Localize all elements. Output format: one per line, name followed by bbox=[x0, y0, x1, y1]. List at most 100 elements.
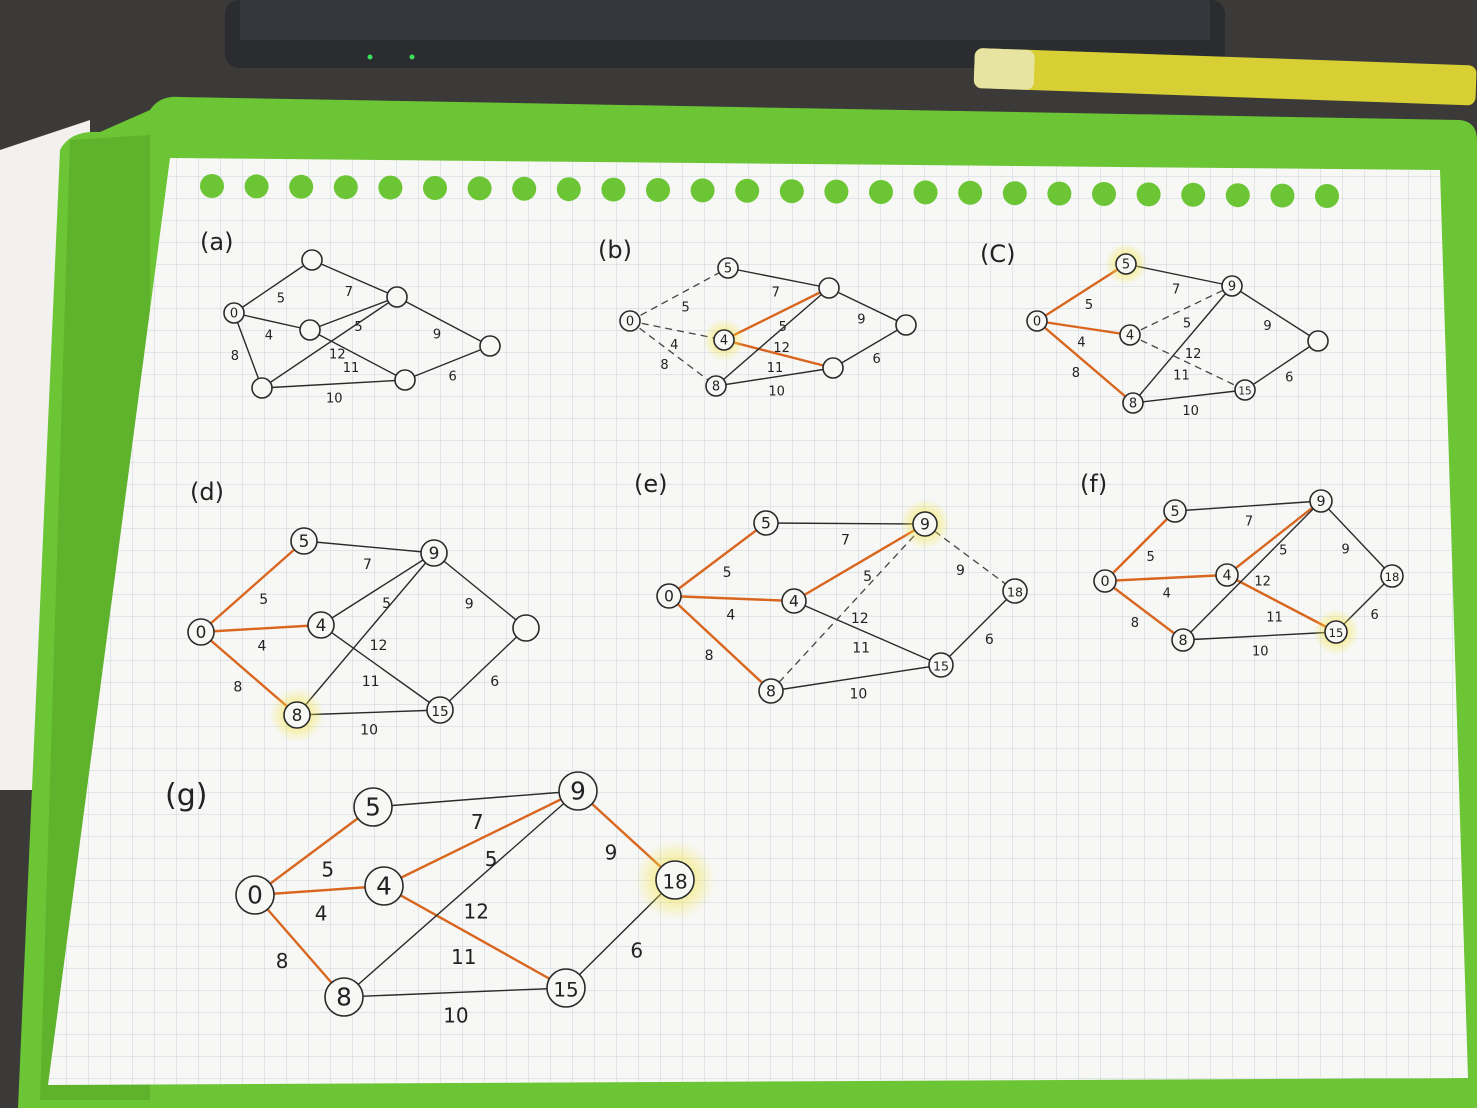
graph-edge bbox=[254, 806, 374, 896]
graph-edge bbox=[433, 552, 527, 629]
edge-weight-label: 5 bbox=[863, 569, 872, 585]
pencil bbox=[973, 48, 1477, 106]
edge-weight-label: 10 bbox=[326, 392, 343, 407]
graph-node bbox=[656, 583, 682, 609]
edge-weight-label: 11 bbox=[852, 641, 870, 657]
graph-edge bbox=[793, 522, 926, 603]
node-value-label: 18 bbox=[662, 870, 687, 894]
node-value-label: 4 bbox=[789, 592, 799, 610]
binder-hole bbox=[1092, 182, 1116, 206]
graph-node bbox=[912, 511, 938, 537]
binder-hole bbox=[869, 180, 893, 204]
binder-hole bbox=[1181, 182, 1206, 207]
graph-node bbox=[353, 787, 393, 827]
binder-hole bbox=[378, 175, 403, 200]
graph-node bbox=[1119, 324, 1141, 346]
graph-edge bbox=[320, 624, 441, 711]
graph-edge bbox=[832, 324, 907, 369]
graph-node bbox=[223, 302, 245, 324]
edge-weight-label: 10 bbox=[360, 722, 378, 738]
edge-weight-label: 4 bbox=[1163, 587, 1171, 602]
node-value-label: 4 bbox=[1126, 329, 1134, 344]
graph-edge bbox=[383, 884, 567, 990]
edge-weight-label: 5 bbox=[354, 320, 362, 335]
binder-hole bbox=[824, 179, 849, 204]
graph-node bbox=[717, 257, 739, 279]
graph-edge bbox=[765, 522, 926, 525]
graph-edge bbox=[629, 320, 717, 387]
binder-hole bbox=[556, 177, 581, 202]
binder-hole bbox=[467, 176, 492, 201]
graph-edge bbox=[296, 552, 435, 716]
graph-node bbox=[822, 357, 844, 379]
graph-edge bbox=[372, 790, 579, 808]
graph-edge bbox=[200, 623, 322, 634]
graph-edge bbox=[254, 894, 345, 998]
node-value-label: 5 bbox=[724, 262, 732, 277]
graph-edge bbox=[309, 329, 406, 381]
graph-edge bbox=[1132, 389, 1246, 404]
diagram-label: (a) bbox=[200, 228, 233, 256]
graph-node bbox=[290, 527, 318, 555]
graph-edge bbox=[309, 296, 398, 331]
edge-weight-label: 5 bbox=[382, 596, 391, 612]
edge-weight-label: 11 bbox=[1266, 610, 1283, 625]
node-value-label: 0 bbox=[1033, 315, 1041, 330]
graph-edge bbox=[200, 540, 305, 633]
graph-node bbox=[1115, 253, 1137, 275]
graph-edge bbox=[343, 790, 579, 998]
binder-hole bbox=[1047, 181, 1072, 206]
node-value-label: 0 bbox=[664, 587, 674, 605]
node-value-label: 5 bbox=[761, 514, 771, 532]
graph-node bbox=[1221, 275, 1243, 297]
edge-weight-label: 10 bbox=[1252, 645, 1269, 660]
graph-node bbox=[619, 310, 641, 332]
edge-weight-label: 12 bbox=[1185, 347, 1202, 362]
graph-node bbox=[512, 614, 540, 642]
edge-weight-label: 6 bbox=[449, 370, 457, 385]
grid-paper bbox=[48, 158, 1468, 1085]
node-value-label: 5 bbox=[365, 793, 381, 822]
graph-edge bbox=[303, 540, 435, 554]
graph-edge bbox=[320, 552, 435, 626]
edge-weight-label: 10 bbox=[850, 687, 868, 703]
edge-weight-label: 8 bbox=[660, 358, 668, 373]
binder-hole bbox=[646, 178, 670, 202]
edge-weight-label: 5 bbox=[1183, 317, 1191, 332]
binder-hole bbox=[200, 174, 224, 198]
graph-edge bbox=[668, 522, 767, 597]
graph-node bbox=[781, 588, 807, 614]
edge-weight-label: 11 bbox=[1173, 369, 1190, 384]
graph-node bbox=[753, 510, 779, 536]
edge-weight-label: 4 bbox=[670, 338, 678, 353]
graph-edge bbox=[629, 267, 729, 322]
edge-weight-label: 5 bbox=[259, 592, 268, 608]
graph-node bbox=[1002, 578, 1028, 604]
edge-weight-label: 12 bbox=[329, 348, 346, 363]
edge-weight-label: 12 bbox=[370, 638, 388, 654]
graph-edge bbox=[1231, 285, 1319, 342]
graph-node bbox=[426, 696, 454, 724]
binder-hole bbox=[735, 178, 760, 203]
binder-hole bbox=[1315, 184, 1339, 208]
graph-node bbox=[1309, 489, 1333, 513]
edge-weight-label: 5 bbox=[1279, 543, 1287, 558]
edge-weight-label: 7 bbox=[363, 557, 372, 573]
graph-edge bbox=[1174, 500, 1322, 512]
edge-weight-label: 9 bbox=[956, 563, 965, 579]
node-value-label: 9 bbox=[920, 515, 930, 533]
binder-hole bbox=[1136, 182, 1161, 207]
graph-node bbox=[299, 319, 321, 341]
edge-weight-label: 6 bbox=[490, 674, 499, 690]
edge-weight-label: 9 bbox=[605, 840, 618, 864]
edge-weight-label: 6 bbox=[872, 352, 880, 367]
graph-edge bbox=[233, 312, 311, 331]
edge-weight-label: 11 bbox=[767, 361, 784, 376]
graph-edge bbox=[1244, 340, 1319, 391]
edge-weight-label: 7 bbox=[471, 810, 484, 834]
edge-weight-label: 7 bbox=[841, 532, 850, 548]
